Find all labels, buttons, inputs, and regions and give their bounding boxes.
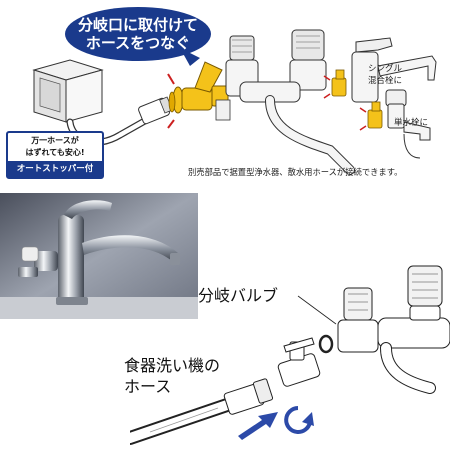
label-single-lever-2: 混合栓に <box>368 76 403 86</box>
stop-valve <box>277 337 321 387</box>
bubble-line-1: 分岐口に取付けて <box>77 16 198 34</box>
single-lever-faucet <box>351 37 437 103</box>
branch-valve <box>337 287 379 353</box>
faucet-photo <box>0 193 198 319</box>
top-illustration <box>32 29 437 175</box>
hose-connector <box>223 378 274 415</box>
two-handle-faucet <box>215 29 355 175</box>
auto-stopper-label: オートストッパー付 <box>8 161 102 177</box>
valve-leader-line <box>297 295 337 325</box>
warn-line-2: はずれても安心! <box>25 148 85 157</box>
auto-stopper-box: 万一ホースが はずれても安心! オートストッパー付 <box>6 131 104 179</box>
gasket-ring <box>318 334 334 354</box>
bubble-line-2: ホースをつなぐ <box>85 34 191 52</box>
small-valve-single-lever <box>323 69 347 99</box>
single-faucet <box>359 89 431 159</box>
caption: 別売部品で据置型浄水器、散水用ホースが接続できます。 <box>188 167 403 177</box>
label-single-faucet: 単水栓に <box>394 118 429 128</box>
label-single-lever-1: シングル <box>368 64 403 74</box>
bottom-illustration <box>130 265 450 445</box>
label-branch-valve: 分岐バルブ <box>198 286 279 305</box>
rotate-arrow <box>284 406 314 434</box>
branch-valve-yellow <box>167 61 229 129</box>
water-purifier-box <box>32 59 104 123</box>
warn-line-1: 万一ホースが <box>31 136 79 145</box>
hose-connector <box>138 96 173 125</box>
insert-arrow <box>238 412 278 440</box>
callout-bubble: 分岐口に取付けて ホースをつなぐ <box>64 6 212 62</box>
label-hose-2: ホース <box>124 377 172 396</box>
label-hose-1: 食器洗い機の <box>124 356 221 375</box>
faucet-body <box>377 265 450 394</box>
